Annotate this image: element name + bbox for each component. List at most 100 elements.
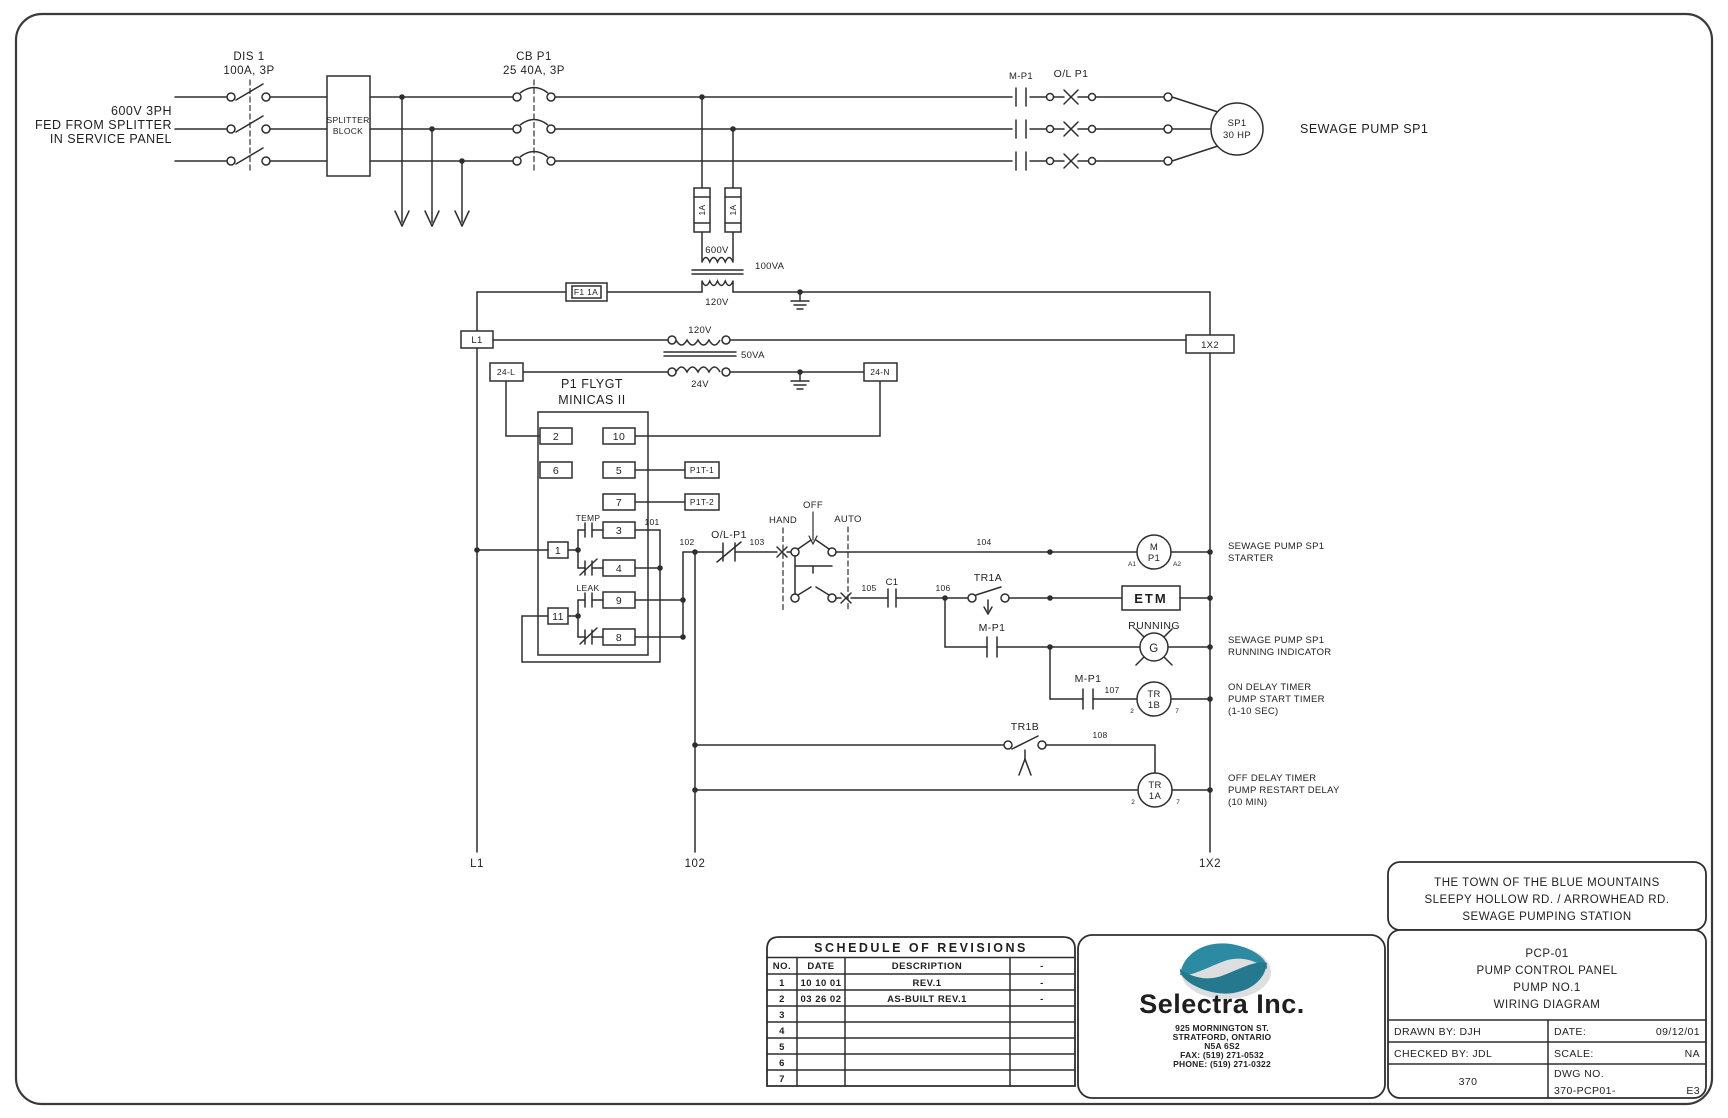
leak-contact-label: LEAK: [577, 583, 600, 593]
rev-cell: 7: [779, 1074, 785, 1085]
rung-running-light: M-P1 RUNNING G SEWAGE PUMP SP1 RUNNING I…: [944, 597, 1331, 666]
rev-row: 7: [779, 1074, 785, 1085]
rev-cell: -: [1040, 978, 1044, 989]
annotation-running: RUNNING INDICATOR: [1228, 647, 1331, 658]
wire-106-label: 106: [935, 583, 950, 593]
tr1b-contact-label: TR1B: [1011, 721, 1039, 733]
minicas-title: MINICAS II: [558, 393, 626, 407]
phase-wires: [174, 96, 1219, 162]
rung-etm: 105 C1 106 TR1A ETM: [850, 572, 1213, 615]
selectra-address: 925 MORNINGTON ST.: [1175, 1023, 1269, 1033]
control-ladder: L1 102 1X2 102 O/L-P1 103 HAND OFF AUTO: [470, 347, 1340, 870]
tr1a-pin: 7: [1176, 799, 1180, 806]
wire-103-label: 103: [749, 537, 764, 547]
tr1a-coil-text: TR: [1148, 780, 1161, 791]
primary-fuses: 1A 1A: [693, 187, 742, 233]
rev-cell: 2: [779, 994, 785, 1005]
rev-header: NO.: [773, 961, 791, 972]
tr1b-pin: 2: [1130, 708, 1134, 715]
date-value: 09/12/01: [1656, 1026, 1700, 1038]
overload-elements: [1045, 89, 1097, 169]
fuse-label: 1A: [697, 204, 707, 215]
disconnect-rating: 100A, 3P: [223, 65, 274, 77]
probe-terminal-p1t1: P1T-1: [690, 465, 714, 475]
tr1b-coil-text: 1B: [1148, 700, 1160, 711]
wire-105-label: 105: [861, 583, 876, 593]
drawn-by: DRAWN BY: DJH: [1394, 1026, 1481, 1038]
wire-107-label: 107: [1104, 685, 1119, 695]
sheet-border: [14, 12, 1714, 1106]
checked-by: CHECKED BY: JDL: [1394, 1048, 1492, 1060]
coil-terminal-a1: A1: [1128, 561, 1136, 568]
client-line: THE TOWN OF THE BLUE MOUNTAINS: [1434, 877, 1660, 889]
mp1-seal-label: M-P1: [979, 622, 1006, 634]
minicas-terminal: 11: [552, 611, 564, 623]
terminal-24l: 24-L: [497, 367, 515, 377]
starter-coil-text: M: [1150, 542, 1158, 553]
breaker-name: CB P1: [516, 51, 552, 63]
rev-row: 4: [779, 1026, 785, 1037]
rung-starter: 102 O/L-P1 103 HAND OFF AUTO: [679, 500, 1324, 611]
etm-text: ETM: [1134, 591, 1167, 606]
annotation-off-delay: (10 MIN): [1228, 797, 1267, 808]
minicas-terminal: 2: [553, 431, 559, 443]
rail-120v: F1 1A L1 1X2: [460, 282, 1235, 354]
minicas-terminal: 4: [616, 563, 622, 575]
tr1b-coil-text: TR: [1147, 689, 1160, 700]
rev-cell: 4: [779, 1026, 785, 1037]
selectra-address: STRATFORD, ONTARIO: [1173, 1032, 1272, 1042]
wire-108-label: 108: [1092, 730, 1107, 740]
rung-tr1b: M-P1 107 TR 1B 2 7 ON DELAY TIMER PUMP S…: [1049, 646, 1325, 717]
selectra-logo: [1179, 943, 1271, 999]
tx1-rating: 100VA: [755, 261, 785, 272]
minicas-terminal: 3: [616, 525, 622, 537]
minicas-terminal: 8: [616, 632, 622, 644]
annotation-on-delay: (1-10 SEC): [1228, 706, 1279, 717]
splitter-block: SPLITTER BLOCK: [326, 75, 371, 177]
rung-tr1a: TR1B 108 TR 1A 2 7 OFF DELAY TIMER PUMP …: [692, 721, 1340, 808]
off-label: OFF: [803, 500, 823, 511]
annotation-on-delay: PUMP START TIMER: [1228, 694, 1325, 705]
motor-tag: SP1: [1228, 118, 1247, 129]
auto-label: AUTO: [834, 514, 861, 525]
mp1-aux-label: M-P1: [1075, 673, 1102, 685]
tx2-secondary-voltage: 24V: [691, 379, 709, 390]
contactor-label: M-P1: [1009, 71, 1033, 82]
rev-cell: 3: [779, 1010, 785, 1021]
rev-row: 1 10 10 01 REV.1 -: [779, 978, 1044, 989]
rail-label-102: 102: [685, 858, 706, 870]
revisions-title: SCHEDULE OF REVISIONS: [814, 941, 1028, 955]
rev-cell: -: [1040, 994, 1044, 1005]
minicas-module: P1 FLYGT MINICAS II 2 10 6 5 7 3 1 4 9 1…: [474, 377, 720, 663]
date-label: DATE:: [1554, 1026, 1586, 1038]
motor-description: SEWAGE PUMP SP1: [1300, 122, 1428, 136]
feeder-label: IN SERVICE PANEL: [50, 132, 172, 146]
rev-row: 2 03 26 02 AS-BUILT REV.1 -: [779, 994, 1044, 1005]
minicas-terminal: 6: [553, 465, 559, 477]
tx1-secondary-voltage: 120V: [705, 297, 729, 308]
power-section: 600V 3PH FED FROM SPLITTER IN SERVICE PA…: [35, 51, 1428, 227]
rev-cell: 10 10 01: [801, 978, 842, 989]
selectra-name: Selectra Inc.: [1139, 989, 1305, 1019]
transformer-50va: 120V 50VA 24V 24-L 24-N: [489, 325, 1187, 437]
c1-contact-label: C1: [886, 577, 899, 588]
client-block: THE TOWN OF THE BLUE MOUNTAINS SLEEPY HO…: [1387, 861, 1707, 931]
rev-cell: REV.1: [912, 978, 941, 989]
selectra-address: FAX: (519) 271-0532: [1180, 1050, 1264, 1060]
sheet-number: E3: [1686, 1085, 1700, 1097]
annotation-running: SEWAGE PUMP SP1: [1228, 635, 1324, 646]
transformer-section: 1A 1A 600V 100VA 120V F1 1A: [460, 94, 1235, 437]
drawing-title: PCP-01: [1525, 948, 1568, 960]
overload-contact-label: O/L-P1: [711, 529, 747, 541]
tx1-primary-voltage: 600V: [705, 245, 729, 256]
annotation-off-delay: PUMP RESTART DELAY: [1228, 785, 1340, 796]
drawing-title: PUMP CONTROL PANEL: [1476, 965, 1617, 977]
drawing-title: WIRING DIAGRAM: [1494, 999, 1601, 1011]
fuse-label: 1A: [728, 204, 738, 215]
motor-hp: 30 HP: [1223, 130, 1251, 141]
rev-row: 5: [779, 1042, 785, 1053]
rev-cell: 6: [779, 1058, 785, 1069]
rev-cell: 03 26 02: [801, 994, 842, 1005]
